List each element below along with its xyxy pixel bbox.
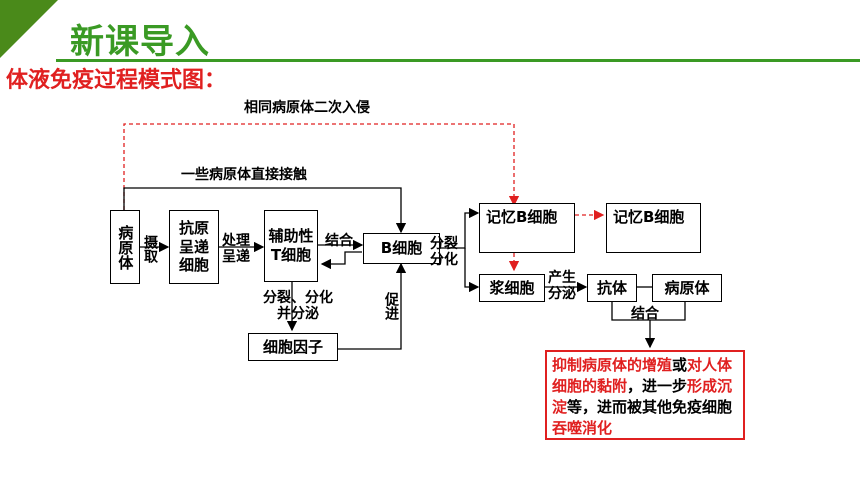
node-memory-b-2: 记忆B细胞 — [606, 203, 701, 253]
label-secrete: 产生分泌 — [548, 270, 576, 303]
result-text-6: 等，进而被其他免疫细胞 — [567, 398, 733, 416]
node-plasma: 浆细胞 — [479, 274, 545, 302]
slide-subtitle: 体液免疫过程模式图： — [6, 68, 227, 93]
result-text-7: 吞噬消化 — [552, 419, 613, 437]
corner-triangle — [0, 0, 58, 58]
label-divide: 分裂分化 — [430, 236, 458, 269]
node-memory-b-1: 记忆B细胞 — [479, 203, 575, 253]
label-uptake: 摄取 — [142, 235, 158, 263]
label-t-divide: 分裂、分化并分泌 — [263, 290, 333, 323]
label-bind: 结合 — [325, 233, 353, 249]
label-promote: 促进 — [383, 292, 399, 320]
direct-contact-line — [123, 187, 407, 234]
split-to-memory — [440, 207, 480, 249]
slide-title: 新课导入 — [70, 22, 210, 62]
node-apc: 抗原呈递细胞 — [169, 210, 219, 284]
node-pathogen-2: 病原体 — [652, 274, 722, 302]
node-cytokine: 细胞因子 — [248, 333, 338, 361]
node-helper-t: 辅助性T细胞 — [264, 210, 318, 282]
node-pathogen: 病原体 — [110, 210, 140, 284]
result-text-2: 或 — [672, 356, 688, 374]
node-antibody: 抗体 — [587, 274, 637, 302]
result-text-4: ，进一步 — [627, 377, 688, 395]
result-box: 抑制病原体的增殖或对人体细胞的黏附，进一步形成沉淀等，进而被其他免疫细胞吞噬消化 — [545, 350, 745, 440]
bind-arrow-back — [320, 251, 362, 270]
split-to-plasma — [464, 248, 480, 293]
title-underline — [56, 59, 860, 62]
label-combine: 结合 — [631, 306, 659, 322]
node-b-cell: B细胞 — [363, 233, 440, 264]
promote-arrow — [338, 262, 407, 350]
result-text-1: 抑制病原体的增殖 — [552, 356, 673, 374]
label-second-invasion: 相同病原体二次入侵 — [244, 100, 370, 116]
label-direct-contact: 一些病原体直接接触 — [181, 167, 307, 183]
result-text-3: 对人体细胞的黏附 — [552, 356, 733, 395]
result-text-5: 形成沉淀 — [552, 377, 733, 416]
second-invasion-line — [123, 123, 520, 210]
combine-bracket — [611, 300, 686, 321]
label-process: 处理呈递 — [222, 233, 250, 266]
